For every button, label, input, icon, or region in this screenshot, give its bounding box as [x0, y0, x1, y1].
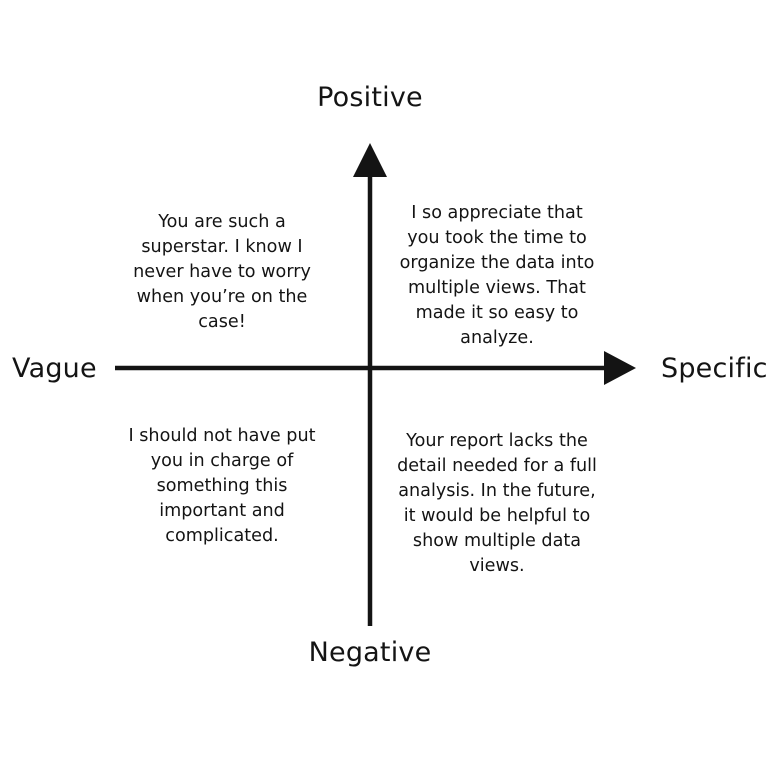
- quadrant-text-vague-positive: You are such a superstar. I know I never…: [133, 212, 311, 332]
- axis-label-specific: Specific: [661, 353, 768, 384]
- quadrant-text-specific-negative: Your report lacks the detail needed for …: [397, 431, 597, 576]
- quadrant-text-specific-positive: I so appreciate that you took the time t…: [399, 203, 595, 348]
- quadrant-text-vague-negative: I should not have put you in charge of s…: [128, 426, 316, 546]
- axis-label-positive: Positive: [317, 82, 423, 113]
- x-axis-arrowhead-icon: [604, 351, 636, 385]
- y-axis-arrowhead-icon: [353, 143, 387, 177]
- axis-label-vague: Vague: [12, 353, 97, 384]
- axis-label-negative: Negative: [308, 637, 432, 668]
